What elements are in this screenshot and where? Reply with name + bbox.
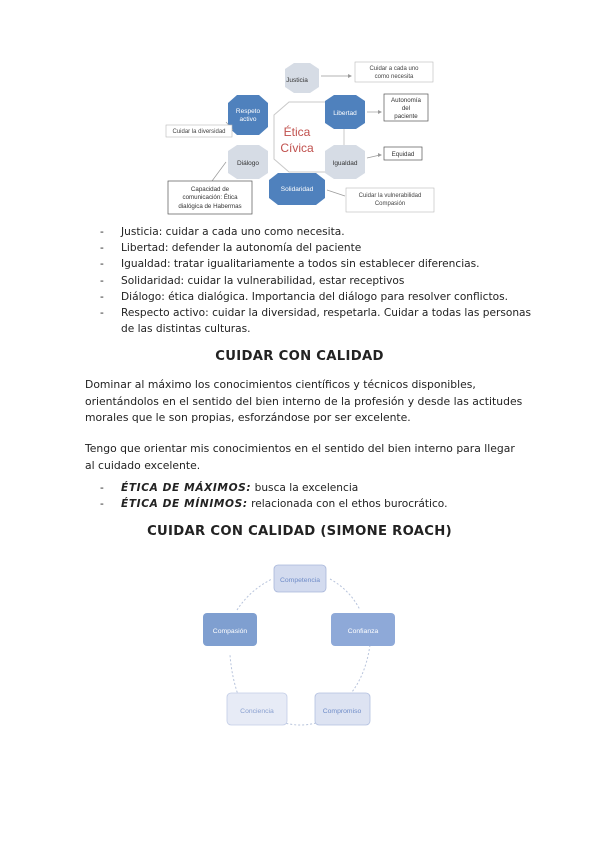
- list-item: Libertad: defender la autonomía del paci…: [100, 240, 540, 256]
- hex-igualdad-label: Igualdad: [333, 160, 358, 167]
- paragraph: Dominar al máximo los conocimientos cien…: [85, 378, 523, 424]
- list-item: Respecto activo: cuidar la diversidad, r…: [100, 305, 540, 337]
- note-libertad-line1: Autonomía: [391, 97, 421, 104]
- hex-libertad: [325, 95, 365, 129]
- note-solidaridad-line2: Compasión: [375, 201, 405, 207]
- etica-civica-diagram: Ética Cívica Justicia Libertad Igualdad …: [165, 61, 435, 215]
- node-competencia: [273, 564, 327, 593]
- hex-libertad-label: Libertad: [333, 110, 357, 117]
- note-dialogo-line3: dialógica de Habermas: [178, 203, 241, 210]
- note-respeto-text: Cuidar la diversidad: [172, 129, 225, 135]
- note-respeto-box: [165, 124, 233, 138]
- list-item: Justicia: cuidar a cada uno como necesit…: [100, 224, 540, 240]
- section-title: CUIDAR CON CALIDAD (SIMONE ROACH): [147, 524, 452, 539]
- note-solidaridad-line1: Cuidar la vulnerabilidad: [359, 193, 422, 199]
- node-confianza: [331, 613, 395, 646]
- hex-respeto: [228, 95, 268, 135]
- note-dialogo-line2: comunicación: Ética: [182, 194, 238, 201]
- note-igualdad-text: Equidad: [392, 151, 415, 158]
- node-conciencia-label: Conciencia: [240, 708, 274, 715]
- hex-respeto-label-line2: activo: [240, 116, 257, 123]
- ethics-list: ÉTICA DE MÁXIMOS: busca la excelencia ÉT…: [100, 480, 540, 513]
- note-dialogo-line1: Capacidad de: [191, 186, 230, 193]
- node-confianza-label: Confianza: [348, 628, 379, 635]
- paragraph: Tengo que orientar mis conocimientos en …: [85, 442, 515, 472]
- hex-igualdad: [325, 145, 365, 179]
- list-item: Solidaridad: cuidar la vulnerabilidad, e…: [100, 273, 540, 289]
- note-solidaridad-box: [345, 187, 435, 213]
- list-item: Diálogo: ética dialógica. Importancia de…: [100, 289, 540, 305]
- list-item: ÉTICA DE MÍNIMOS: relacionada con el eth…: [100, 496, 540, 512]
- node-competencia-label: Competencia: [280, 577, 320, 584]
- list-item: Igualdad: tratar igualitariamente a todo…: [100, 256, 540, 272]
- section-title: CUIDAR CON CALIDAD: [215, 349, 384, 364]
- list-text: busca la excelencia: [251, 482, 359, 494]
- note-libertad-line3: paciente: [394, 113, 418, 120]
- hex-respeto-label-line1: Respeto: [236, 108, 261, 115]
- roach-cycle-diagram: Competencia Confianza Compromiso Concien…: [203, 564, 395, 726]
- list-term: ÉTICA DE MÁXIMOS:: [121, 482, 252, 494]
- hex-solidaridad-label: Solidaridad: [281, 186, 314, 193]
- center-label-line1: Ética: [284, 124, 311, 139]
- hex-justicia: [285, 63, 319, 93]
- note-justicia-line1: Cuidar a cada uno: [369, 66, 419, 72]
- hex-solidaridad: [269, 173, 325, 205]
- node-conciencia: [226, 692, 288, 726]
- note-libertad-box: [383, 93, 429, 122]
- hex-dialogo-label: Diálogo: [237, 160, 259, 167]
- values-list: Justicia: cuidar a cada uno como necesit…: [100, 224, 540, 337]
- note-dialogo-box: [167, 180, 253, 215]
- node-compromiso: [314, 692, 371, 726]
- note-justicia-box: [354, 61, 434, 83]
- hex-dialogo: [228, 145, 268, 179]
- note-igualdad-box: [383, 146, 423, 161]
- hex-justicia-label: Justicia: [286, 77, 308, 84]
- node-compromiso-label: Compromiso: [323, 708, 362, 715]
- list-item: ÉTICA DE MÁXIMOS: busca la excelencia: [100, 480, 540, 496]
- note-libertad-line2: del: [402, 105, 410, 112]
- node-compasion-label: Compasión: [213, 628, 248, 635]
- note-justicia-line2: como necesita: [375, 74, 414, 80]
- list-term: ÉTICA DE MÍNIMOS:: [121, 498, 248, 511]
- node-compasion: [203, 613, 257, 646]
- center-label-line2: Cívica: [280, 141, 314, 155]
- list-text: relacionada con el ethos burocrático.: [247, 498, 448, 511]
